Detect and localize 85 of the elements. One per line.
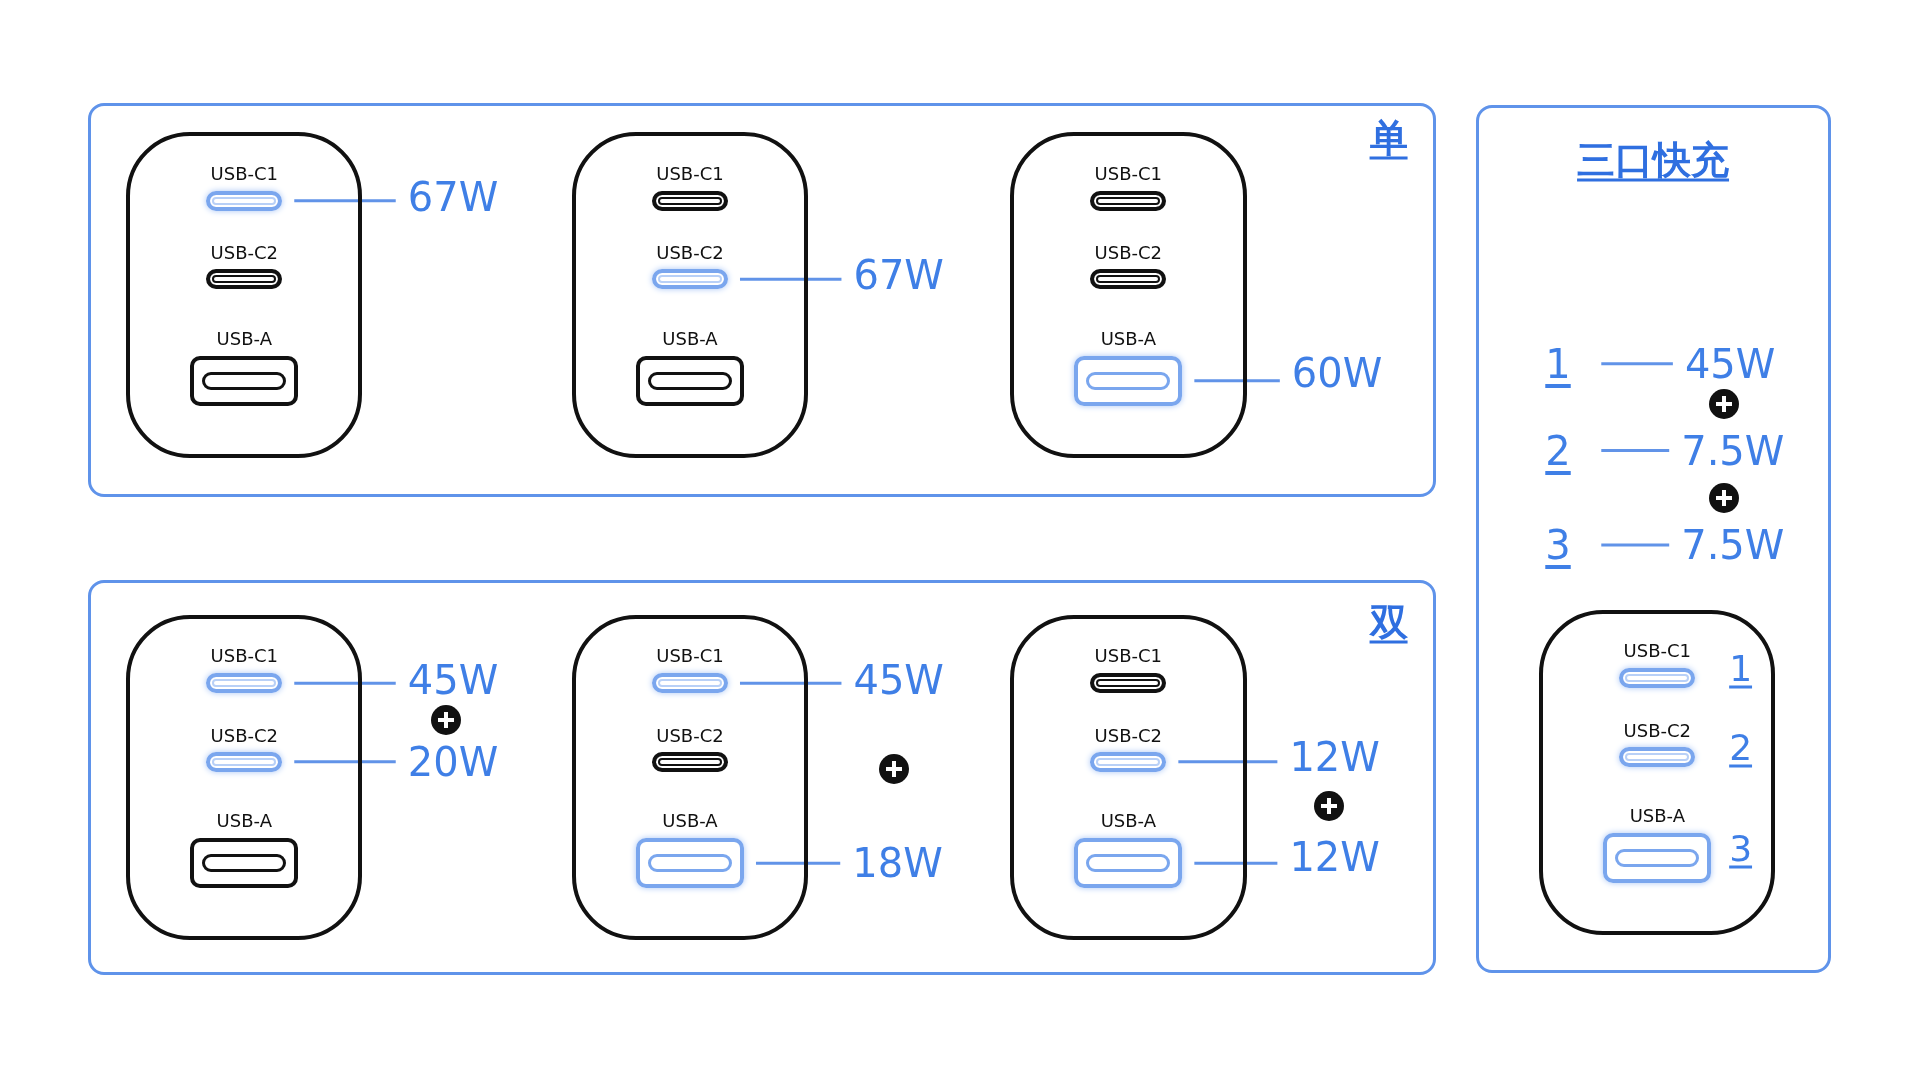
port-label: USB-C1 (656, 162, 724, 184)
leader-line (294, 199, 396, 203)
usb-a-port (1603, 833, 1712, 884)
wattage-label: 20W (395, 738, 503, 785)
usb-c-port (1090, 269, 1167, 290)
port-label: USB-A (1100, 327, 1157, 349)
port-number: 1 (1545, 340, 1602, 387)
port-label: USB-A (216, 327, 272, 349)
panel (1475, 105, 1831, 974)
wattage-label: 45W (1672, 340, 1780, 387)
usb-a-port (636, 355, 744, 406)
usb-c-port (652, 751, 728, 772)
wattage-label: 7.5W (1669, 521, 1789, 568)
charger-body (571, 614, 809, 941)
usb-c-port (1090, 190, 1167, 211)
panel-heading: 双 (1369, 598, 1408, 646)
port-label: USB-A (1629, 805, 1685, 826)
port-label: USB-C2 (656, 724, 724, 746)
wattage-label: 60W (1279, 350, 1387, 397)
usb-c-port (1090, 751, 1167, 772)
port-label: USB-A (216, 809, 272, 831)
usb-c-port (206, 751, 283, 772)
usb-c-port (1619, 746, 1696, 767)
usb-a-port (1074, 355, 1183, 406)
usb-c-port (206, 269, 283, 290)
port-number: 2 (1729, 726, 1753, 768)
panel (88, 580, 1437, 975)
wattage-label: 45W (395, 656, 503, 703)
leader-line (1601, 543, 1670, 547)
usb-a-port (636, 838, 744, 889)
usb-c-port (652, 673, 728, 694)
charger-body (1539, 609, 1776, 936)
port-label: USB-A (1100, 809, 1157, 831)
panel (88, 102, 1437, 498)
leader-line (1601, 362, 1673, 366)
port-number: 1 (1729, 647, 1753, 689)
leader-line (294, 760, 396, 764)
usb-c-port (652, 190, 728, 211)
usb-c-port (1090, 673, 1167, 694)
usb-c-port (652, 269, 728, 290)
leader-line (294, 681, 396, 685)
charger-body (571, 132, 809, 458)
wattage-label: 12W (1277, 733, 1384, 780)
port-label: USB-C1 (1094, 644, 1163, 666)
leader-line (740, 277, 842, 281)
port-label: USB-C1 (1623, 639, 1692, 661)
usb-a-port (190, 838, 299, 889)
charger-body (126, 132, 363, 458)
panel-heading: 单 (1369, 114, 1408, 162)
port-label: USB-C1 (210, 162, 278, 184)
port-label: USB-C2 (1094, 241, 1163, 263)
leader-line (756, 861, 841, 865)
leader-line (740, 681, 842, 685)
port-number: 3 (1545, 521, 1602, 568)
port-label: USB-C1 (1094, 162, 1163, 184)
port-label: USB-A (662, 327, 718, 349)
usb-c-port (1619, 668, 1696, 689)
wattage-label: 45W (841, 656, 948, 703)
port-label: USB-C2 (210, 724, 278, 746)
port-label: USB-C1 (210, 644, 278, 666)
port-label: USB-C1 (656, 644, 724, 666)
usb-a-port (1074, 838, 1183, 889)
panel-heading: 三口快充 (1577, 136, 1730, 184)
usb-a-port (190, 355, 299, 406)
port-label: USB-C2 (656, 241, 724, 263)
port-label: USB-A (662, 809, 718, 831)
leader-line (1194, 379, 1280, 383)
leader-line (1601, 449, 1670, 453)
port-number: 2 (1545, 427, 1602, 474)
charger-body (1010, 614, 1247, 941)
wattage-label: 67W (395, 174, 503, 221)
port-label: USB-C2 (1094, 724, 1163, 746)
wattage-label: 67W (841, 252, 948, 299)
wattage-label: 12W (1277, 834, 1384, 881)
wattage-label: 18W (840, 840, 947, 887)
leader-line (1178, 760, 1278, 764)
usb-c-port (206, 673, 283, 694)
port-number: 3 (1729, 827, 1753, 869)
wattage-label: 7.5W (1669, 427, 1789, 474)
charger-body (1010, 132, 1247, 458)
charger-body (126, 614, 363, 941)
usb-c-port (206, 190, 283, 211)
port-label: USB-C2 (210, 241, 278, 263)
port-label: USB-C2 (1623, 719, 1692, 741)
leader-line (1194, 861, 1278, 865)
